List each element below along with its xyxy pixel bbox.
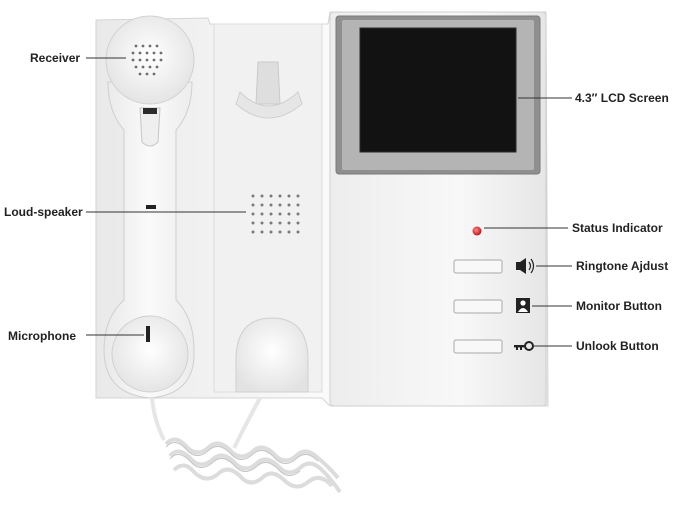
receiver-callout: Receiver [30, 51, 81, 65]
monitor-button-shape [453, 299, 503, 314]
microphone-callout: Microphone [8, 329, 76, 343]
lcd-screen-callout: 4.3″ LCD Screen [575, 91, 669, 105]
handset-body [103, 81, 195, 399]
person-icon [516, 298, 530, 313]
cradle [213, 23, 323, 393]
hook-slot [255, 61, 281, 105]
loud-speaker-callout: Loud-speaker [4, 205, 83, 219]
status-led [472, 226, 482, 236]
lcd-screen [360, 28, 516, 152]
handset-mark [146, 205, 156, 209]
unlock-button-shape [453, 339, 503, 354]
cord-coil-shadows [165, 442, 319, 476]
speaker-icon [516, 258, 535, 274]
ringtone-button-shape [453, 259, 503, 274]
cord [150, 397, 262, 449]
leader-lines [86, 57, 572, 347]
unlock-button-callout: Unlook Button [576, 339, 659, 353]
monitor-button-callout: Monitor Button [576, 299, 662, 313]
receiver-grille [131, 44, 163, 76]
cord-coils [164, 437, 342, 494]
key-icon [514, 341, 534, 351]
ringtone-adjust-callout: Ringtone Ajdust [576, 259, 669, 273]
speaker-grille [251, 194, 300, 234]
receiver-cup [105, 15, 195, 105]
status-indicator-callout: Status Indicator [572, 221, 663, 235]
